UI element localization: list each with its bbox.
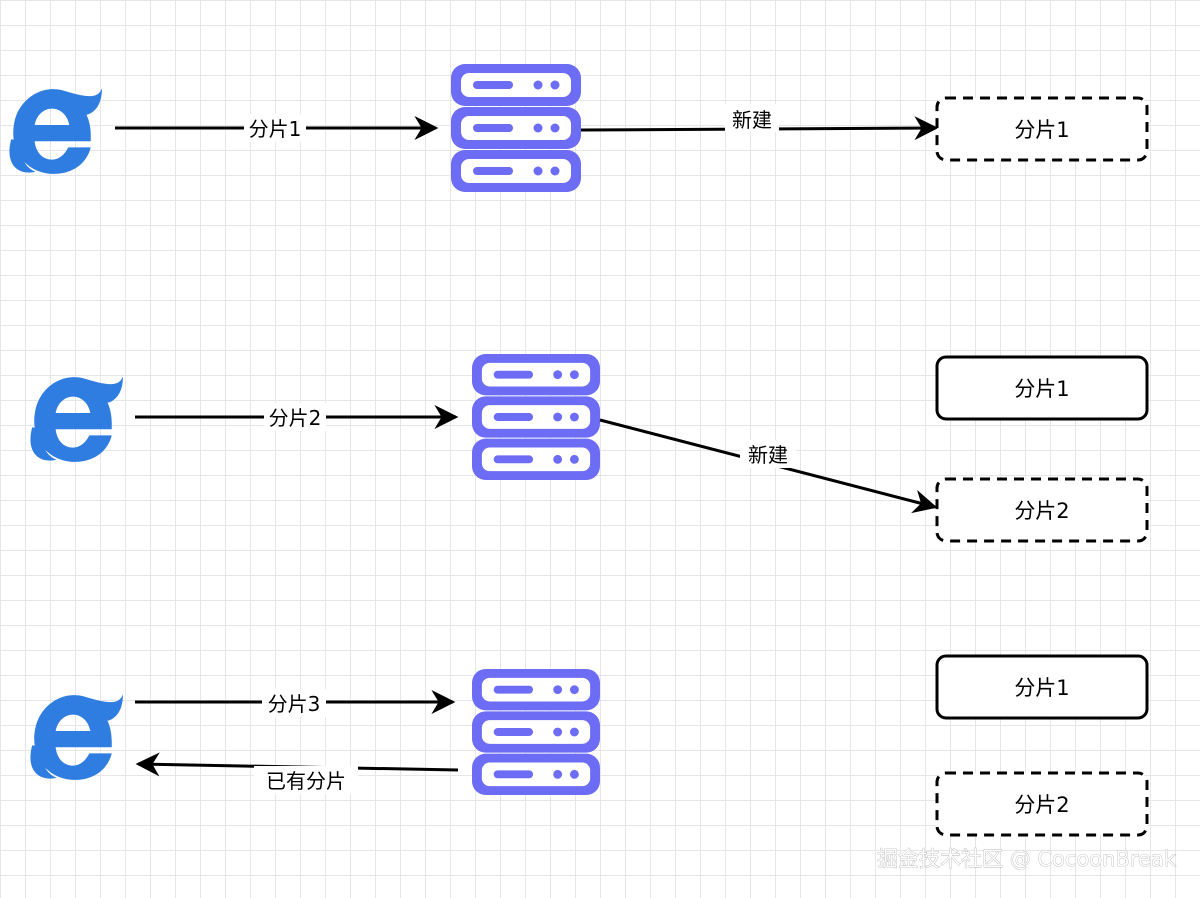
chunk-box-solid (935, 654, 1149, 720)
chunk-box-label: 分片1 (1014, 676, 1069, 700)
internet-explorer-icon (30, 376, 123, 462)
label-bg (262, 689, 326, 717)
create-label-row1: 新建 (732, 108, 772, 132)
server-icon (472, 353, 600, 481)
label-bg (254, 766, 358, 794)
create-label-row2: 新建 (748, 443, 788, 467)
label-bg (264, 403, 326, 431)
response-label-row3: 已有分片 (266, 769, 346, 793)
request-label-row3: 分片3 (268, 692, 321, 716)
chunk-box-dashed (935, 96, 1149, 162)
request-label-row1: 分片1 (249, 117, 302, 141)
chunk-box-solid (935, 355, 1149, 421)
label-bg (244, 114, 306, 142)
internet-explorer-icon (9, 88, 102, 174)
chunk-box-dashed (935, 477, 1149, 543)
chunk-box-label: 分片2 (1014, 793, 1069, 817)
chunk-box-label: 分片1 (1014, 118, 1069, 142)
chunk-box-label: 分片2 (1014, 499, 1069, 523)
label-bg (740, 440, 796, 468)
server-icon (472, 668, 600, 796)
chunk-box-dashed (935, 771, 1149, 837)
request-label-row2: 分片2 (269, 406, 322, 430)
server-icon (451, 64, 581, 192)
label-bg (725, 104, 779, 132)
watermark: 掘金技术社区 @ CocoonBreak (877, 847, 1177, 871)
internet-explorer-icon (30, 694, 123, 780)
chunk-box-label: 分片1 (1014, 377, 1069, 401)
